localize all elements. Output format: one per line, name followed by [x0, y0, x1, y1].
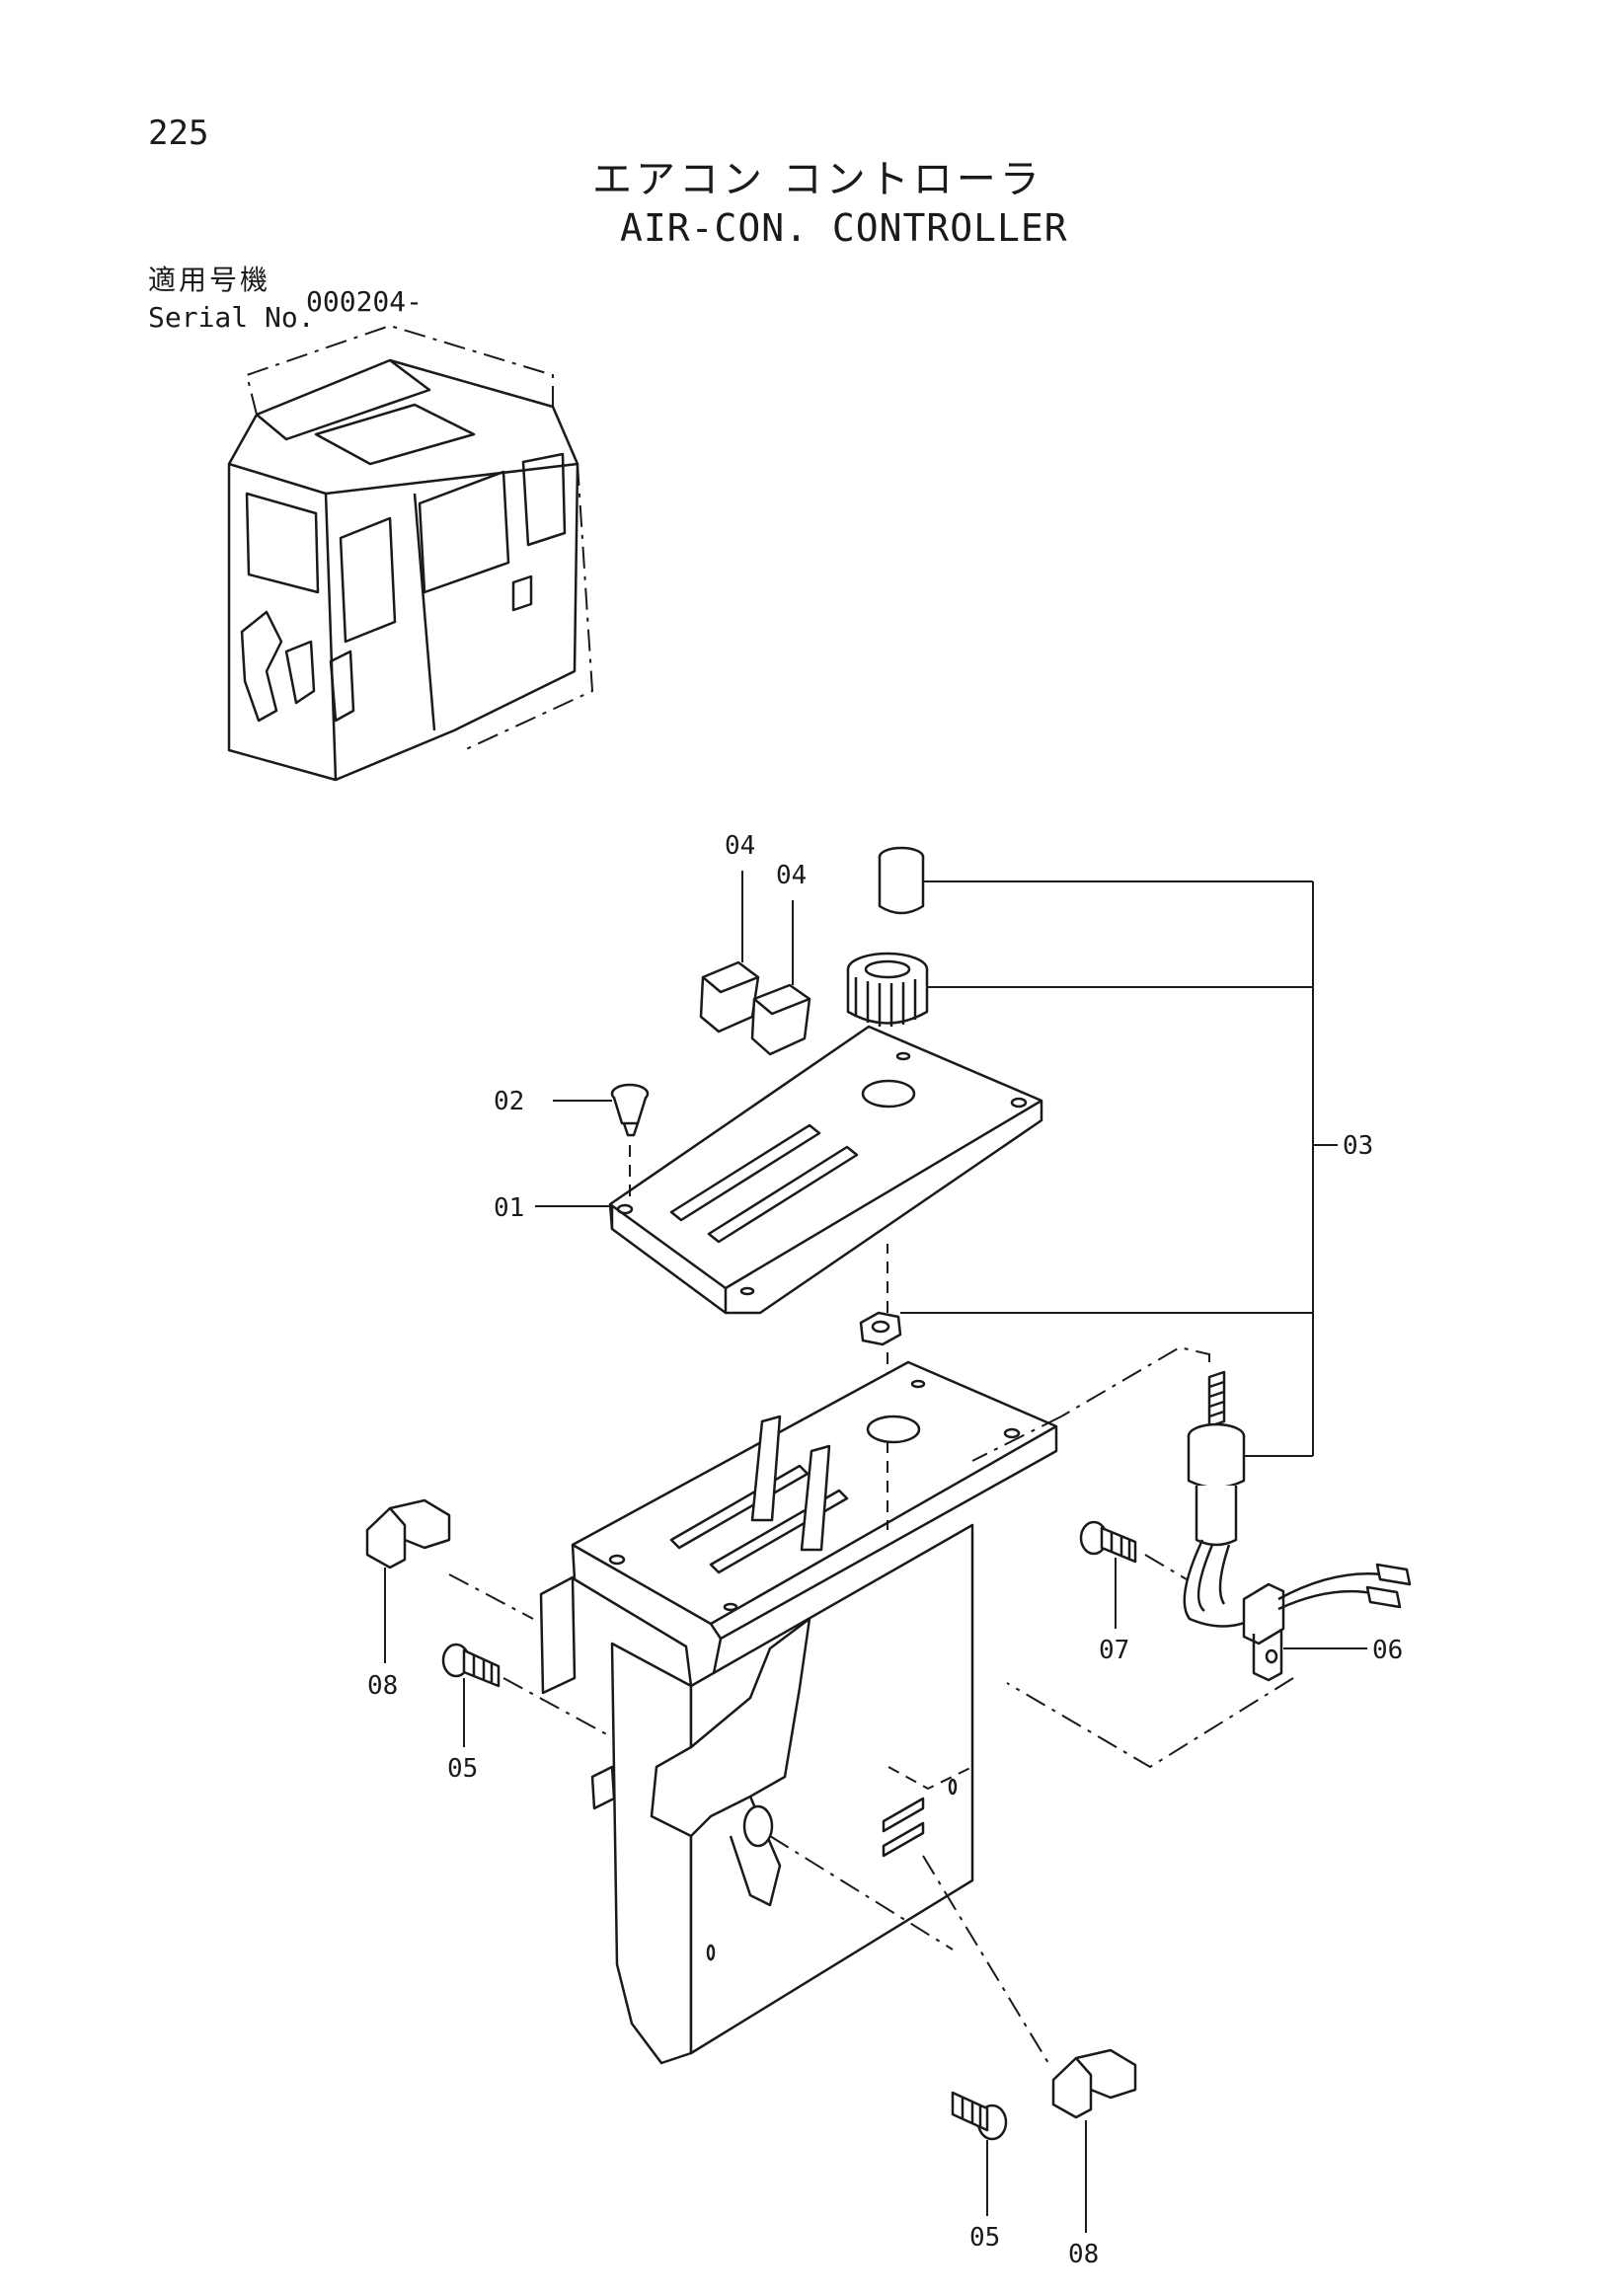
part-08-clip-bottom: [1051, 2048, 1137, 2119]
callout-01: 01: [494, 1193, 524, 1223]
callout-labels: 04 04 02 01 03 07 06 08 05 05 08: [367, 831, 1403, 2269]
title-english: AIR-CON. CONTROLLER: [620, 206, 1068, 250]
part-03-knob-assembly: [846, 846, 929, 1096]
part-07-bolt: [1079, 1520, 1137, 1564]
serial-number-value: 000204-: [306, 285, 424, 318]
callout-05b: 05: [969, 2223, 1000, 2253]
assembly-guide-lines: [448, 1345, 1294, 2069]
serial-label-japanese: 適用号機: [148, 264, 271, 296]
callout-02: 02: [494, 1087, 524, 1116]
leader-lines: [384, 880, 1367, 2233]
part-01-cover-plate: [608, 1025, 1043, 1315]
controller-housing: [539, 1360, 1058, 2065]
callout-03: 03: [1343, 1131, 1373, 1161]
part-02-screw: [610, 1083, 650, 1199]
callout-07: 07: [1099, 1636, 1129, 1665]
callout-04b: 04: [776, 861, 807, 890]
callout-06: 06: [1372, 1636, 1403, 1665]
part-04-knob-caps: [699, 871, 811, 1056]
part-05-bolt-bottom: [951, 2091, 1008, 2141]
title-japanese: エアコン コントローラ: [592, 157, 1043, 202]
cab-locator-illustration: [227, 324, 594, 782]
part-05-bolt-left: [441, 1643, 501, 1688]
part-03-switch-harness: [1183, 1370, 1412, 1682]
callout-08b: 08: [1068, 2240, 1099, 2269]
page-number: 225: [148, 114, 209, 153]
serial-label-english: Serial No.: [148, 301, 315, 334]
callout-05a: 05: [447, 1754, 478, 1784]
part-08-clip-left: [365, 1498, 451, 1569]
callout-04a: 04: [725, 831, 755, 861]
callout-08a: 08: [367, 1671, 398, 1701]
part-03-nut: [859, 1244, 902, 1402]
